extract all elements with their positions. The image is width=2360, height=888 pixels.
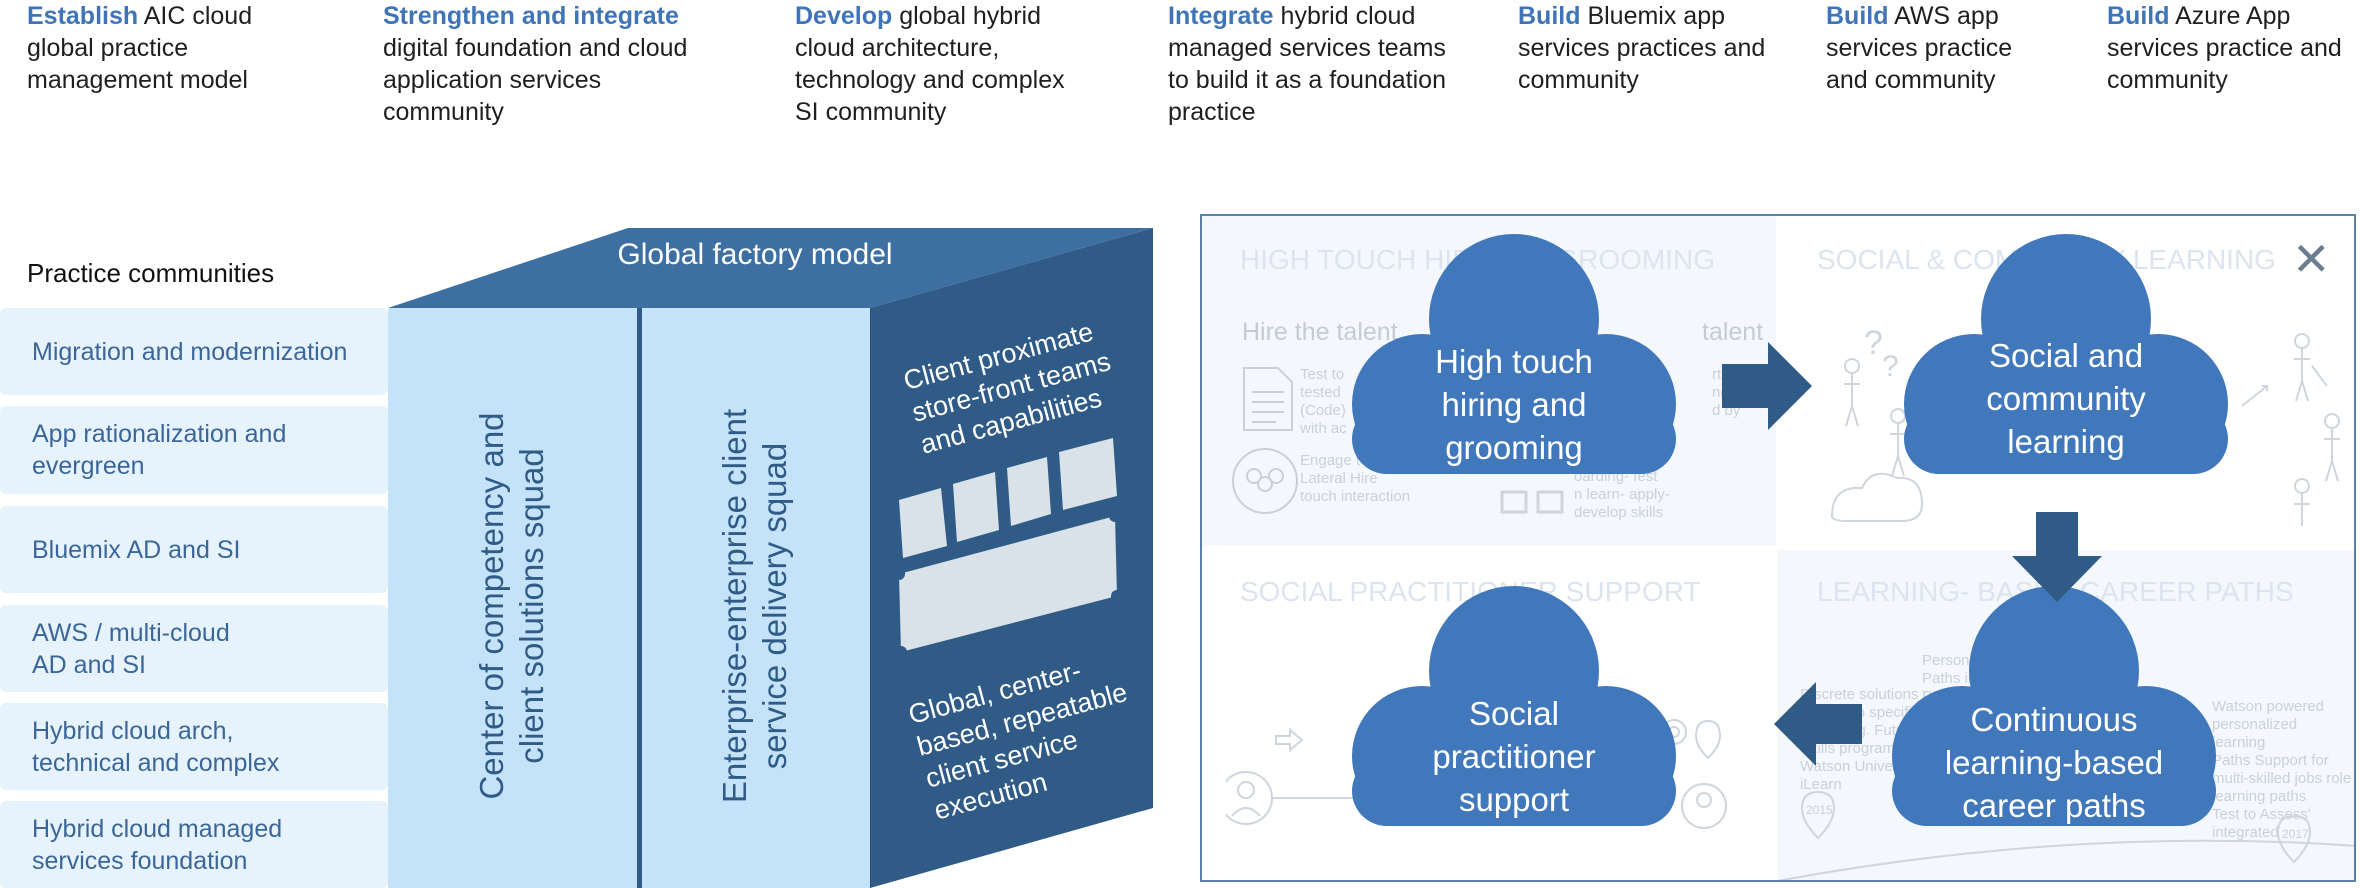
squad-delivery-label: Enterprise-enterprise client service del… xyxy=(716,408,793,804)
cube-front-face xyxy=(388,308,870,888)
close-icon[interactable]: ✕ xyxy=(2292,233,2331,285)
cloud-career-label: Continuous learning-based career paths xyxy=(1944,701,2164,824)
practice-item: Migration and modernization xyxy=(0,308,388,395)
svg-text:?: ? xyxy=(1882,350,1899,383)
year-2015: 2015 xyxy=(1806,803,1833,817)
factory-title: Global factory model xyxy=(617,238,893,271)
faint-text-test: Test to tested (Code) with ac xyxy=(1300,366,1347,437)
people-icons: ? ? xyxy=(1830,326,2340,526)
cloud-learning-label: Social and community learning xyxy=(1986,337,2146,460)
onboarding-icon xyxy=(1500,490,1564,514)
arrow-right xyxy=(1722,342,1812,430)
faint-subtitle-right: talent xyxy=(1702,318,1764,346)
squad-competency-label: Center of competency and client solution… xyxy=(473,412,550,800)
document-icon xyxy=(1243,367,1293,431)
svg-text:?: ? xyxy=(1864,326,1883,362)
initiative-integrate: Integrate hybrid cloud managed services … xyxy=(1168,2,1446,126)
milestone-pins: 2015 2017 xyxy=(1777,790,2354,880)
initiative-build-bluemix: Build Bluemix app services practices and… xyxy=(1518,2,1766,94)
initiative-establish: Establish AIC cloud global practice mana… xyxy=(27,2,253,94)
initiative-develop: Develop global hybrid cloud architecture… xyxy=(795,2,1065,126)
practice-item: AWS / multi-cloud AD and SI xyxy=(0,605,388,692)
cube-top-face xyxy=(388,228,1153,308)
faint-text-engage: Engage t Lateral Hire touch interaction xyxy=(1300,452,1411,505)
initiative-build-aws: Build AWS app services practice and comm… xyxy=(1826,2,2013,94)
practice-communities-title: Practice communities xyxy=(27,258,275,288)
year-2017: 2017 xyxy=(2282,827,2309,841)
group-icon xyxy=(1232,448,1298,514)
cloud-practitioner-label: Social practitioner support xyxy=(1432,695,1596,818)
arrow-down xyxy=(2012,512,2102,602)
initiative-strengthen: Strengthen and integrate digital foundat… xyxy=(383,2,688,126)
cloud-shapes xyxy=(1352,234,2228,826)
storefront-panels-icon xyxy=(895,438,1120,655)
practice-item: Hybrid cloud arch, technical and complex xyxy=(0,703,388,790)
practice-item: Bluemix AD and SI xyxy=(0,506,388,593)
faint-text-watson: Watson powered personalized learning Pat… xyxy=(2212,698,2352,841)
cloud-hiring-label: High touch hiring and grooming xyxy=(1435,343,1593,466)
arrow-left xyxy=(1774,682,1862,766)
cube-divider xyxy=(637,308,642,888)
practice-item: App rationalization and evergreen xyxy=(0,406,388,494)
initiative-build-azure: Build Azure App services practice and co… xyxy=(2107,2,2342,94)
career-lifecycle-panel: HIGH TOUCH HIRING & GROOMING SOCIAL & CO… xyxy=(1200,214,2356,882)
faint-subtitle: Hire the talent xyxy=(1242,318,1398,346)
practice-item: Hybrid cloud managed services foundation xyxy=(0,801,388,888)
